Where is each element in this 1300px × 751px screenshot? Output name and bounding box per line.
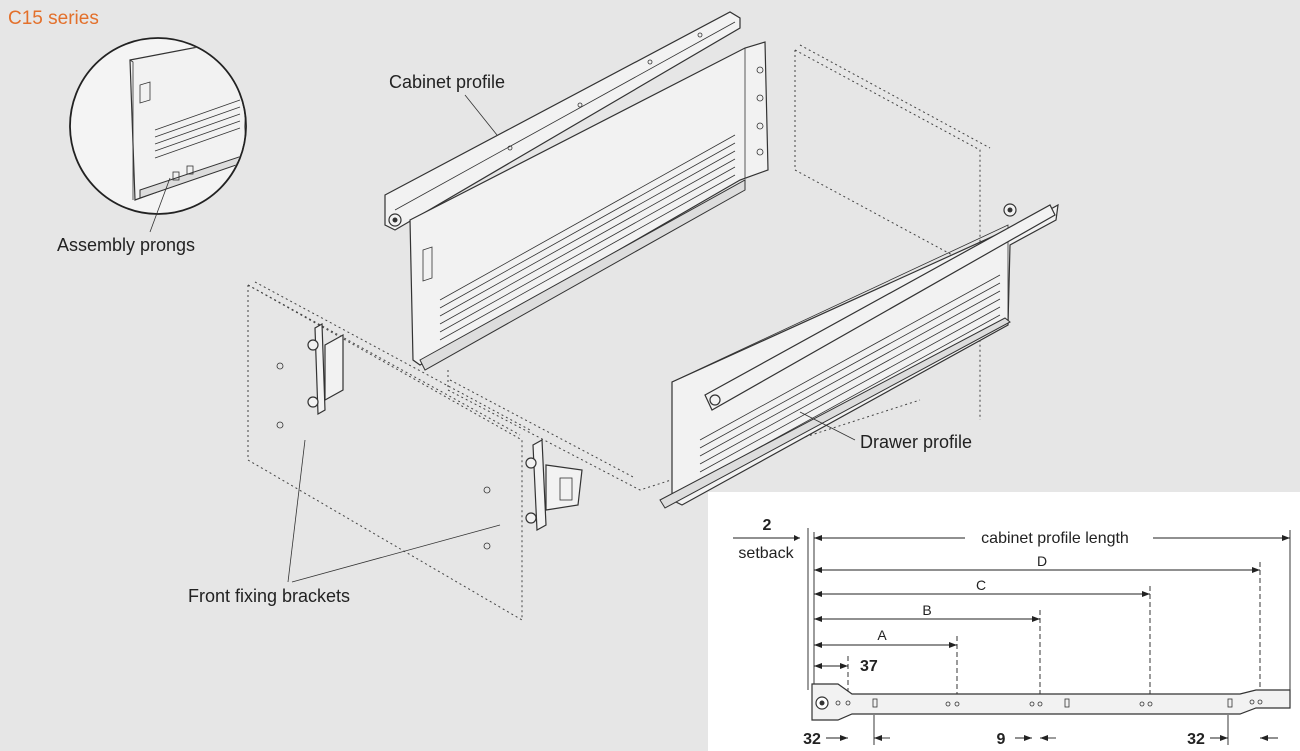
dimension-a: A [877, 627, 887, 643]
setback-label: setback [738, 545, 794, 562]
front-fixing-brackets-label: Front fixing brackets [188, 586, 350, 606]
front-fixing-bracket-left [307, 322, 344, 416]
dimension-d: D [1037, 553, 1047, 569]
front-fixing-bracket-right [525, 439, 583, 531]
left-drawer-side [409, 41, 769, 371]
assembly-prongs-detail [69, 37, 247, 233]
dimension-9: 9 [997, 731, 1006, 748]
setback-value: 2 [763, 517, 772, 534]
dimension-32-right: 32 [1187, 731, 1205, 748]
right-drawer-side [659, 203, 1059, 509]
drawer-front-outline [247, 281, 531, 621]
dimension-32-left: 32 [803, 731, 821, 748]
dimension-panel: 2 setback cabinet profile length D C B [708, 492, 1300, 751]
cabinet-profile-rail [384, 11, 741, 231]
drawer-profile-label: Drawer profile [860, 432, 972, 452]
assembly-prongs-label: Assembly prongs [57, 235, 195, 255]
dimension-37: 37 [860, 658, 878, 675]
cabinet-profile-label: Cabinet profile [389, 72, 505, 92]
dimension-c: C [976, 577, 986, 593]
cabinet-length-label: cabinet profile length [981, 530, 1129, 547]
dimension-b: B [922, 602, 931, 618]
diagram-title: C15 series [8, 8, 99, 29]
